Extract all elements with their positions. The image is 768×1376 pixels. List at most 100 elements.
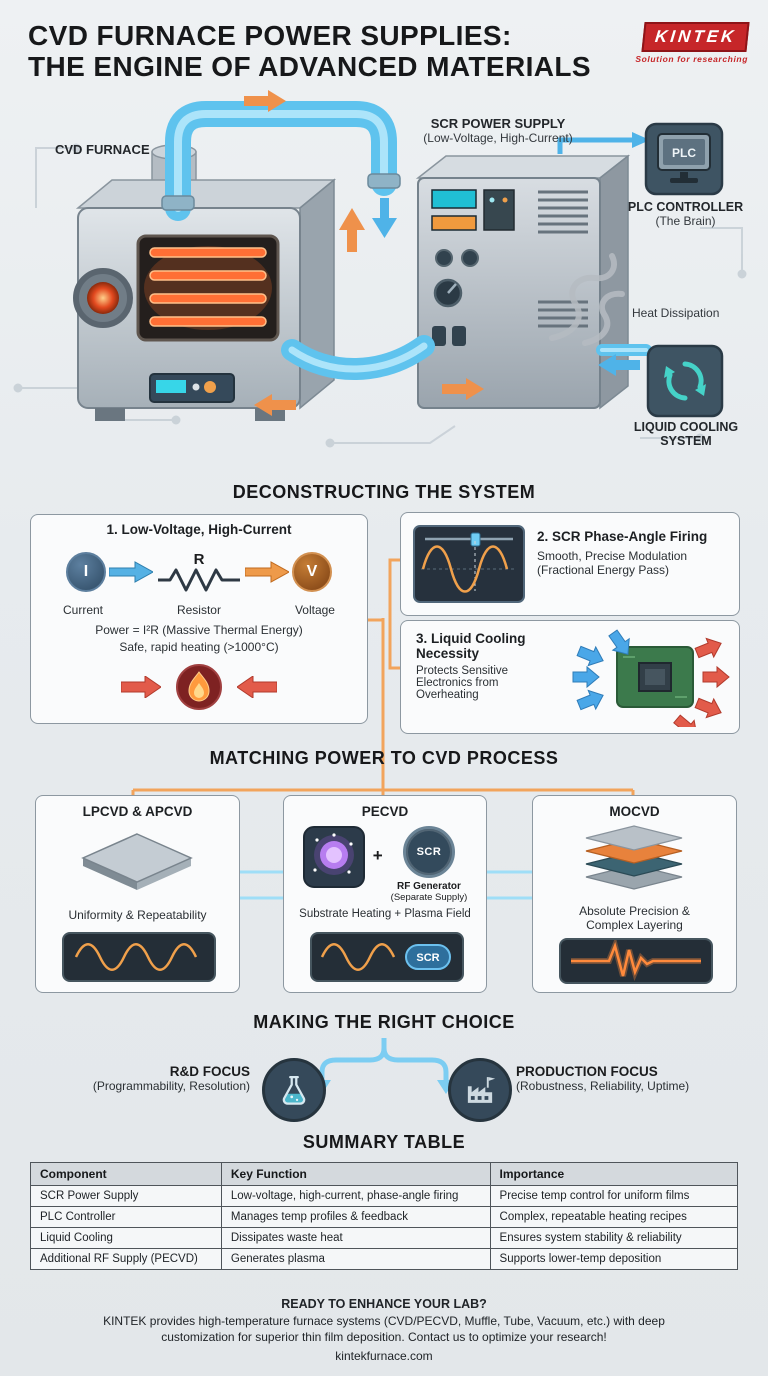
- plc-connector: [557, 132, 650, 154]
- rf-generator-label: RF Generator: [397, 881, 461, 892]
- scr-label-line1: SCR POWER SUPPLY: [430, 116, 566, 131]
- current-label: Current: [63, 603, 104, 617]
- brand-logo: KINTEK Solution for researching: [608, 22, 750, 64]
- scr-generator-icon: SCR: [402, 826, 455, 878]
- circuit-labels-row: Current Resistor Voltage: [31, 603, 367, 617]
- red-arrow-left-icon: [237, 676, 277, 698]
- summary-heading: SUMMARY TABLE: [302, 1132, 466, 1152]
- scr-label-line2: (Low-Voltage, High-Current): [423, 131, 573, 145]
- current-icon: I: [66, 552, 106, 592]
- logo-tagline: Solution for researching: [635, 54, 748, 64]
- table-row: SCR Power Supply Low-voltage, high-curre…: [30, 1185, 739, 1207]
- power-formula: Power = I²R (Massive Thermal Energy): [95, 623, 303, 637]
- arrow-orange-right: [244, 90, 286, 112]
- table-row: Additional RF Supply (PECVD) Generates p…: [30, 1248, 739, 1270]
- display-orange: [431, 215, 477, 231]
- cvd-furnace-illustration: [73, 144, 337, 421]
- heating-coils: [149, 247, 267, 327]
- col-importance: Importance: [489, 1162, 739, 1186]
- summary-header-row: Component Key Function Importance: [30, 1162, 739, 1186]
- mocvd-caption-line2: Complex Layering: [586, 918, 683, 932]
- lpcvd-title: LPCVD & APCVD: [82, 804, 193, 819]
- flask-icon: [282, 1075, 306, 1105]
- cell-component: PLC Controller: [30, 1206, 222, 1228]
- col-key-function: Key Function: [220, 1162, 491, 1186]
- production-focus-label: PRODUCTION FOCUS (Robustness, Reliabilit…: [516, 1064, 746, 1093]
- cooling-label: LIQUID COOLING SYSTEM: [626, 420, 746, 448]
- rd-focus-label: R&D FOCUS (Programmability, Resolution): [55, 1064, 250, 1093]
- cooled-chip-graphic: [572, 629, 730, 727]
- low-voltage-title: 1. Low-Voltage, High-Current: [106, 522, 292, 537]
- cell-importance: Precise temp control for uniform films: [489, 1185, 739, 1207]
- plc-label: PLC CONTROLLER (The Brain): [618, 200, 753, 228]
- production-focus-title: PRODUCTION FOCUS: [516, 1064, 658, 1079]
- pulse-wave-icon: [571, 936, 701, 982]
- mocvd-title: MOCVD: [609, 804, 660, 819]
- wave-scr-badge: SCR: [416, 952, 439, 964]
- liquid-cooling-text: 3. Liquid Cooling Necessity Protects Sen…: [416, 631, 566, 701]
- pecvd-icon-row: + SCR RF Generator (Separate Supply): [284, 826, 486, 903]
- rd-focus-icon-circle: [262, 1058, 326, 1122]
- phase-angle-graphic: [413, 525, 525, 603]
- pecvd-title: PECVD: [361, 804, 409, 819]
- liquid-cooling-icon: [646, 344, 724, 418]
- cooling-line2: Electronics from: [416, 677, 499, 689]
- arrow-blue-down: [372, 218, 397, 238]
- production-focus-icon-circle: [448, 1058, 512, 1122]
- cell-component: SCR Power Supply: [30, 1185, 222, 1207]
- thermal-energy-row: [31, 663, 367, 711]
- plc-controller-icon: PLC: [644, 122, 724, 196]
- resistor-icon: R: [156, 552, 242, 593]
- summary-table: Component Key Function Importance SCR Po…: [30, 1162, 739, 1270]
- resistor-zigzag-icon: [158, 568, 240, 591]
- choice-heading: MAKING THE RIGHT CHOICE: [253, 1012, 515, 1032]
- mocvd-wave-card: [559, 936, 713, 984]
- scr-phase-line2: (Fractional Energy Pass): [537, 563, 670, 577]
- lpcvd-panel: LPCVD & APCVD Uniformity & Repeatability: [35, 795, 240, 993]
- footer-website: kintekfurnace.com: [335, 1349, 433, 1363]
- mocvd-caption-line1: Absolute Precision &: [579, 904, 690, 918]
- cooling-title-line2: Necessity: [416, 646, 480, 661]
- arrow-orange-right: [442, 378, 484, 400]
- footer-line1: KINTEK provides high-temperature furnace…: [103, 1314, 665, 1328]
- factory-icon: [467, 1077, 496, 1103]
- blue-connectors: [238, 870, 532, 900]
- lpcvd-wave-card: [62, 932, 216, 982]
- pecvd-panel: PECVD + SCR RF Generator (Separate Suppl…: [283, 795, 487, 993]
- flow-arrows: [244, 90, 640, 416]
- wafer-icon: [81, 833, 193, 890]
- knob: [435, 249, 453, 267]
- kintek-logo: KINTEK: [641, 22, 750, 52]
- cell-component: Liquid Cooling: [30, 1227, 222, 1249]
- liquid-cooling-panel: 3. Liquid Cooling Necessity Protects Sen…: [400, 620, 740, 734]
- rf-generator-sublabel: (Separate Supply): [390, 892, 468, 903]
- plasma-icon: [302, 826, 365, 888]
- red-arrow-right-icon: [121, 676, 161, 698]
- scr-phase-panel: 2. SCR Phase-Angle Firing Smooth, Precis…: [400, 512, 740, 616]
- cooling-label-line2: SYSTEM: [660, 434, 712, 448]
- scr-label: SCR POWER SUPPLY (Low-Voltage, High-Curr…: [398, 116, 598, 145]
- cooling-label-line1: LIQUID COOLING: [633, 420, 739, 434]
- resistor-label: Resistor: [176, 603, 221, 617]
- low-voltage-panel: 1. Low-Voltage, High-Current I R V Curre…: [30, 514, 368, 724]
- scr-phase-line1: Smooth, Precise Modulation: [537, 549, 688, 563]
- pecvd-caption: Substrate Heating + Plasma Field: [299, 908, 471, 920]
- sine-wave-icon: SCR: [320, 943, 451, 971]
- rd-focus-caption: (Programmability, Resolution): [92, 1079, 250, 1093]
- heating-note: Safe, rapid heating (>1000°C): [119, 640, 279, 654]
- plc-label-line1: PLC CONTROLLER: [627, 200, 744, 214]
- production-focus-caption: (Robustness, Reliability, Uptime): [516, 1079, 690, 1093]
- voltage-icon: V: [292, 552, 332, 592]
- cell-importance: Supports lower-temp deposition: [489, 1248, 739, 1270]
- cell-component: Additional RF Supply (PECVD): [30, 1248, 222, 1270]
- deconstructing-heading: DECONSTRUCTING THE SYSTEM: [232, 482, 536, 502]
- cell-function: Low-voltage, high-current, phase-angle f…: [220, 1185, 491, 1207]
- page-title: CVD FURNACE POWER SUPPLIES: THE ENGINE O…: [28, 20, 591, 83]
- title-line-2: THE ENGINE OF ADVANCED MATERIALS: [28, 51, 591, 83]
- section-connectors: [131, 558, 635, 900]
- scr-phase-text: 2. SCR Phase-Angle Firing Smooth, Precis…: [537, 529, 732, 577]
- blue-arrow-icon: [109, 561, 153, 583]
- mocvd-panel: MOCVD Absolute Precision & Complex Layer…: [532, 795, 737, 993]
- cell-function: Manages temp profiles & feedback: [220, 1206, 491, 1228]
